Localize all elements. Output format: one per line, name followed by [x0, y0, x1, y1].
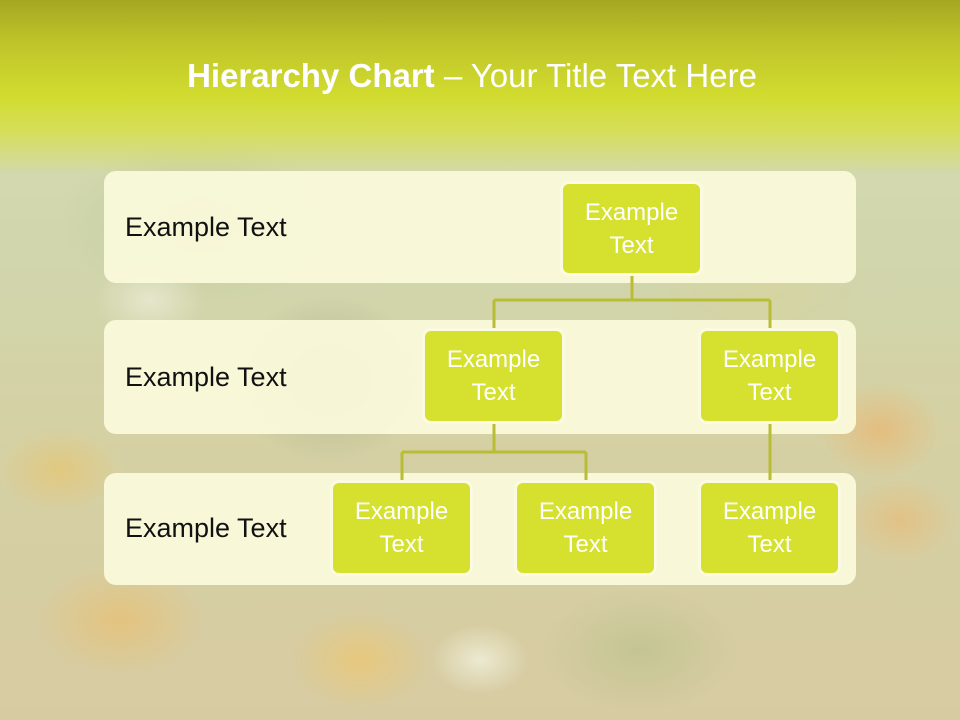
node-bottom-1[interactable]: Example Text — [330, 480, 473, 576]
slide-title: Hierarchy Chart – Your Title Text Here — [0, 52, 944, 100]
node-bottom-2[interactable]: Example Text — [514, 480, 657, 576]
level-label-2: Example Text — [125, 362, 287, 392]
title-band — [0, 0, 960, 175]
title-bold-part: Hierarchy Chart — [187, 57, 435, 94]
node-top[interactable]: Example Text — [560, 181, 703, 276]
connector-midleft-to-bottom — [400, 423, 588, 482]
title-rest-part: – Your Title Text Here — [434, 57, 757, 94]
level-row-1: Example Text — [104, 171, 856, 283]
level-label-1: Example Text — [125, 212, 287, 242]
node-mid-left[interactable]: Example Text — [422, 328, 565, 424]
level-label-3: Example Text — [125, 513, 287, 543]
node-mid-right[interactable]: Example Text — [698, 328, 841, 424]
node-bottom-3[interactable]: Example Text — [698, 480, 841, 576]
connector-top-to-mid — [492, 274, 772, 330]
